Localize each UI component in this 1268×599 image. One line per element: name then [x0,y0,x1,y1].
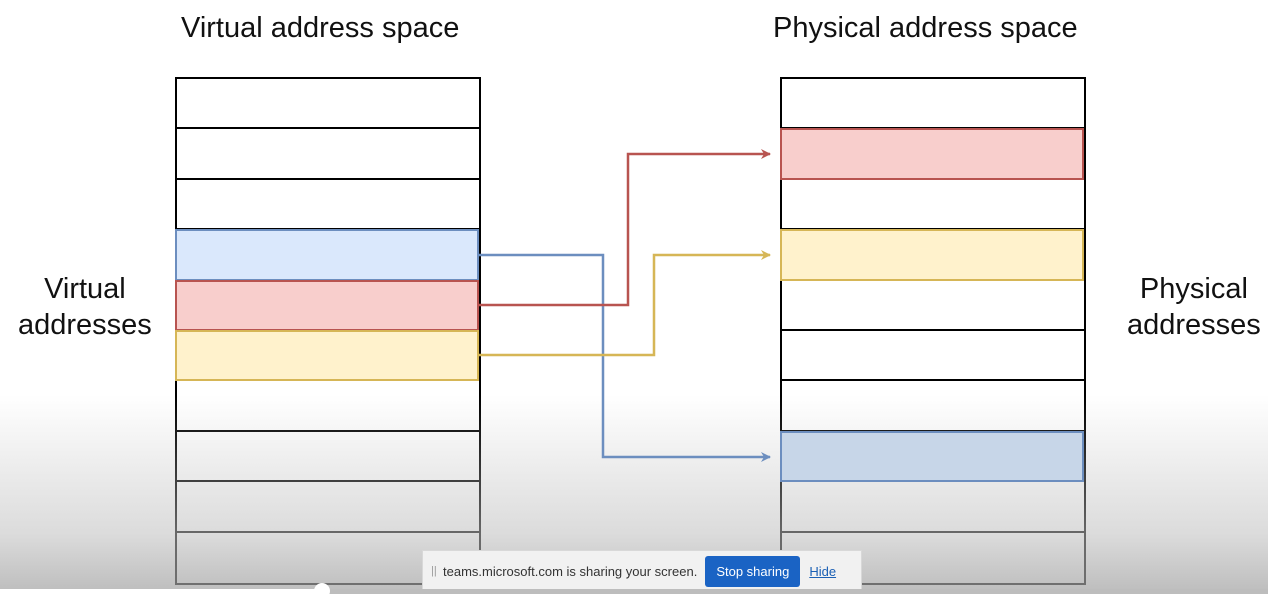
virtual-memory-cell [177,432,479,483]
physical-frame-yellow [780,229,1084,281]
screen-share-bar: || teams.microsoft.com is sharing your s… [422,550,862,592]
drag-handle-icon[interactable]: || [431,565,437,577]
physical-memory-cell [782,482,1084,533]
blue-mapping-arrow [479,253,771,462]
physical-space-title: Physical address space [773,12,1078,44]
physical-frame-blue [780,430,1084,483]
hide-link[interactable]: Hide [809,563,837,579]
virtual-addresses-line-1: Virtual [44,273,126,305]
yellow-mapping-arrow [479,250,771,357]
physical-memory-cell [782,180,1084,231]
physical-frame-red [780,128,1084,180]
virtual-memory-cell [177,129,479,180]
physical-addresses-line-2: addresses [1127,309,1261,341]
video-progress-knob[interactable] [314,583,331,599]
physical-memory-cell [782,331,1084,382]
red-mapping-arrow [479,149,771,307]
physical-memory-cell [782,79,1084,130]
physical-addresses-label: Physical addresses [1127,271,1261,343]
virtual-addresses-label: Virtual addresses [18,271,152,343]
virtual-page-red [175,279,479,331]
virtual-page-yellow [175,330,479,382]
physical-memory-cell [782,281,1084,331]
virtual-memory-cell [177,482,479,533]
share-message: teams.microsoft.com is sharing your scre… [443,563,698,579]
video-progress-bar[interactable] [0,583,1268,599]
stop-sharing-button[interactable]: Stop sharing [705,555,801,587]
video-progress-fill [0,589,323,594]
virtual-addresses-line-2: addresses [18,309,152,341]
virtual-memory-cell [177,79,479,130]
physical-addresses-line-1: Physical [1139,273,1248,305]
virtual-space-title: Virtual address space [181,12,460,44]
virtual-memory-cell [177,381,479,432]
physical-memory-cell [782,381,1084,432]
virtual-page-blue [175,229,479,281]
virtual-memory-cell [177,180,479,231]
